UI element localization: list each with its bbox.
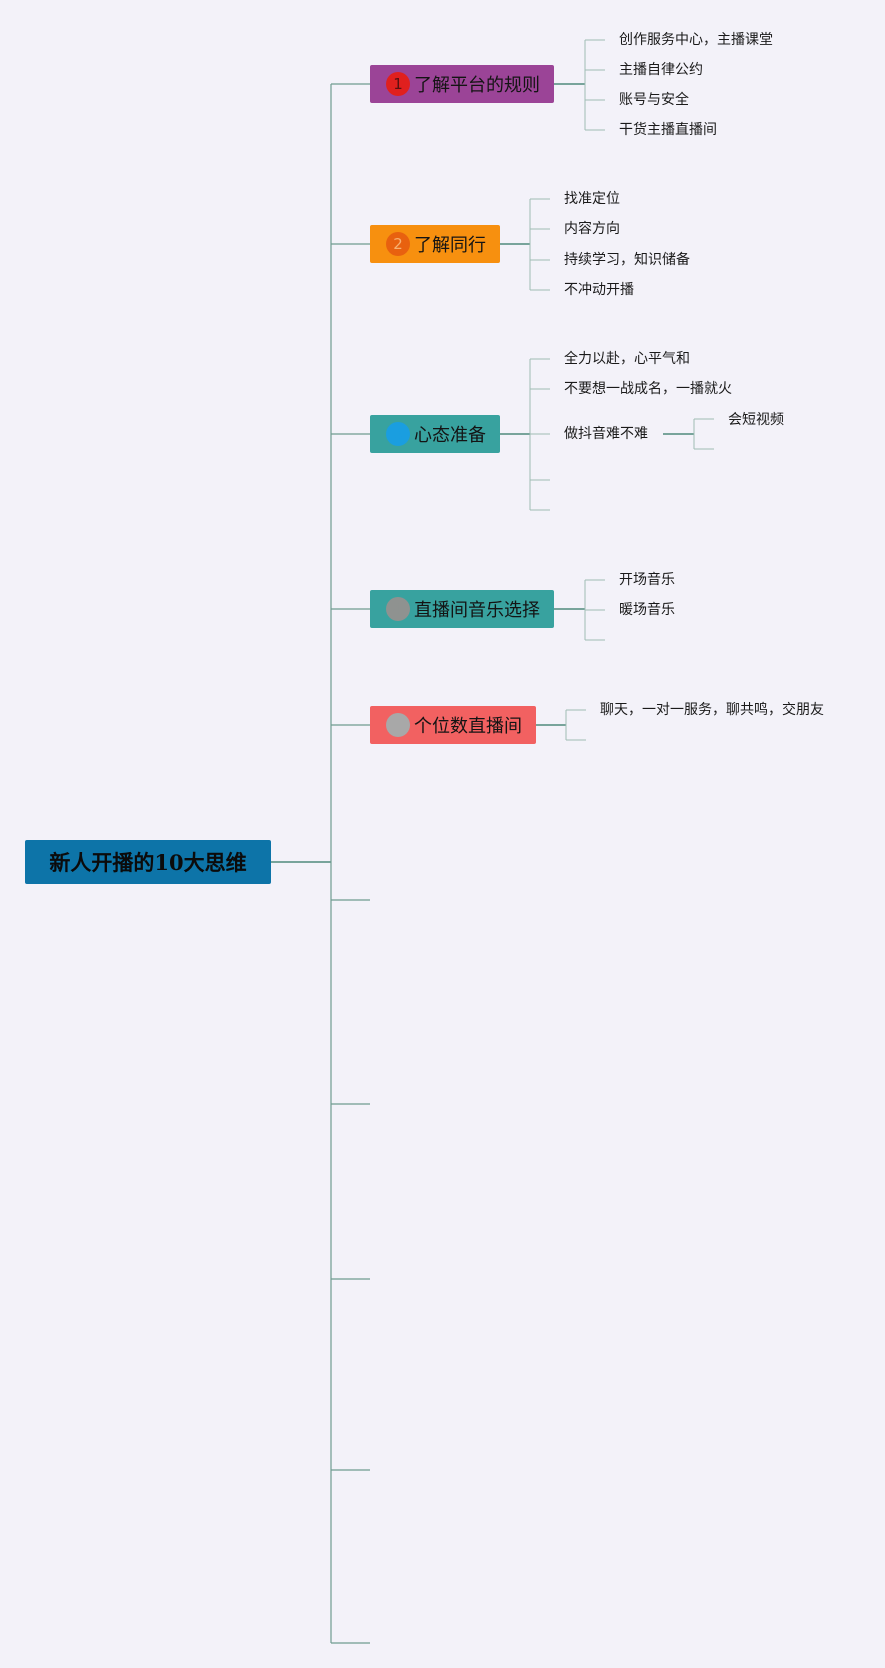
leaf-item[interactable]: 持续学习，知识储备 — [564, 252, 690, 268]
root-label: 新人开播的10大思维 — [49, 850, 247, 875]
leaf-item[interactable]: 做抖音难不难 — [564, 426, 648, 442]
leaf-item[interactable]: 主播自律公约 — [619, 62, 703, 78]
branch-node-1[interactable]: 1 了解平台的规则 — [370, 65, 554, 103]
leaf-item[interactable]: 开场音乐 — [619, 572, 675, 588]
branch-node-2[interactable]: 2 了解同行 — [370, 225, 500, 263]
leaf-item[interactable]: 暖场音乐 — [619, 602, 675, 618]
leaf-item[interactable]: 会短视频 — [728, 412, 784, 428]
number-badge: 1 — [386, 72, 410, 96]
number-badge: 3 — [386, 422, 410, 446]
number-badge: 2 — [386, 232, 410, 256]
branch-node-3[interactable]: 3 心态准备 — [370, 415, 500, 453]
leaf-item[interactable]: 创作服务中心，主播课堂 — [619, 32, 773, 48]
branch-label: 直播间音乐选择 — [414, 600, 540, 621]
branch-node-4[interactable]: 4 直播间音乐选择 — [370, 590, 554, 628]
branch-label: 个位数直播间 — [414, 716, 522, 737]
root-node[interactable]: 新人开播的10大思维 — [25, 840, 271, 884]
branch-label: 心态准备 — [414, 425, 486, 446]
leaf-item[interactable]: 内容方向 — [564, 221, 620, 237]
leaf-item[interactable]: 不要想一战成名，一播就火 — [564, 381, 732, 397]
leaf-item[interactable]: 干货主播直播间 — [619, 122, 717, 138]
number-badge: 5 — [386, 713, 410, 737]
leaf-item[interactable]: 全力以赴，心平气和 — [564, 351, 690, 367]
leaf-item[interactable]: 聊天，一对一服务，聊共鸣，交朋友 — [600, 702, 824, 718]
leaf-item[interactable]: 找准定位 — [564, 191, 620, 207]
number-badge: 4 — [386, 597, 410, 621]
branch-label: 了解平台的规则 — [414, 75, 540, 96]
leaf-item[interactable]: 账号与安全 — [619, 92, 689, 108]
branch-label: 了解同行 — [414, 235, 486, 256]
branch-node-5[interactable]: 5 个位数直播间 — [370, 706, 536, 744]
leaf-item[interactable]: 不冲动开播 — [564, 282, 634, 298]
